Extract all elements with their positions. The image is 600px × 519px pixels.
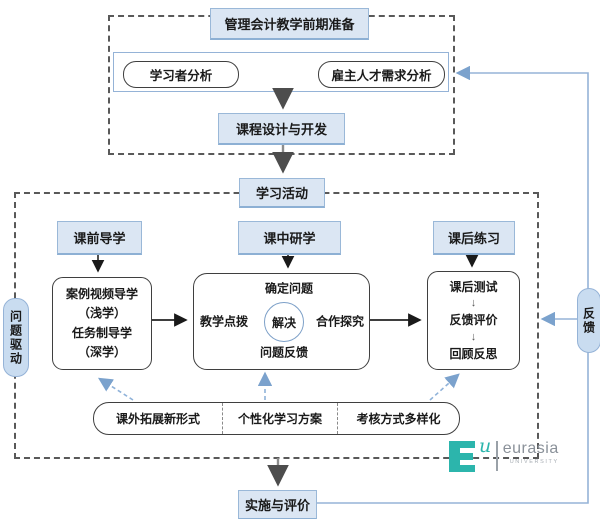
eurasia-name: eurasia [502, 440, 559, 457]
learner-analysis-node: 学习者分析 [123, 61, 239, 88]
cycle-bottom-label: 问题反馈 [259, 345, 309, 360]
afterclass-detail-box: 课后测试 ↓ 反馈评价 ↓ 回顾反思 [427, 271, 520, 370]
eurasia-divider [496, 441, 498, 471]
implementation-box: 实施与评价 [238, 490, 317, 519]
course-design-label: 课程设计与开发 [235, 122, 327, 137]
support-item-3-label: 考核方式多样化 [356, 412, 441, 426]
preclass-detail-line1: 案例视频导学 [65, 287, 138, 302]
learner-analysis-label: 学习者分析 [149, 69, 213, 83]
afterclass-header-label: 课后练习 [447, 231, 500, 246]
afterclass-step2-label: 反馈评价 [449, 313, 498, 328]
cycle-top-label: 确定问题 [264, 281, 314, 296]
problem-driven-pill: 问题驱动 [3, 298, 29, 377]
feedback-label: 反馈 [581, 306, 596, 335]
learning-activity-label: 学习活动 [255, 186, 308, 201]
support-item-1-label: 课外拓展新形式 [115, 412, 200, 426]
afterclass-step3-label: 回顾反思 [449, 347, 498, 362]
preclass-detail-line4: （深学） [77, 344, 126, 359]
support-item-3: 考核方式多样化 [337, 403, 459, 434]
preclass-detail-line2: （浅学） [77, 306, 126, 321]
preclass-detail-line3: 任务制导学 [71, 325, 132, 340]
support-item-2-label: 个性化学习方案 [237, 412, 322, 426]
implementation-label: 实施与评价 [244, 498, 310, 513]
employer-analysis-node: 雇主人才需求分析 [318, 61, 445, 88]
inclass-header-label: 课中研学 [263, 231, 316, 246]
cycle-right-label: 合作探究 [315, 314, 365, 329]
afterclass-step1-label: 课后测试 [449, 279, 498, 294]
feedback-pill: 反馈 [577, 288, 600, 353]
preclass-header-label: 课前导学 [73, 231, 126, 246]
preclass-header-box: 课前导学 [57, 221, 142, 255]
learning-activity-box: 学习活动 [239, 178, 325, 208]
down-arrow-icon: ↓ [470, 297, 477, 310]
problem-driven-label: 问题驱动 [8, 309, 23, 366]
employer-analysis-label: 雇主人才需求分析 [331, 69, 432, 83]
support-item-2: 个性化学习方案 [222, 403, 337, 434]
cycle-center-circle: 解决 [264, 302, 304, 342]
down-arrow-icon: ↓ [470, 331, 477, 344]
support-item-1: 课外拓展新形式 [94, 403, 222, 434]
cycle-center-label: 解决 [271, 315, 296, 330]
eurasia-u-glyph: u [479, 435, 492, 457]
afterclass-header-box: 课后练习 [433, 221, 515, 255]
course-design-box: 课程设计与开发 [218, 113, 345, 145]
eurasia-e-icon [449, 441, 475, 472]
eurasia-subtitle: UNIVERSITY [509, 459, 559, 465]
preparation-title-label: 管理会计教学前期准备 [224, 17, 355, 32]
inclass-header-box: 课中研学 [238, 221, 341, 255]
cycle-left-label: 教学点拨 [199, 314, 249, 329]
support-bar: 课外拓展新形式 个性化学习方案 考核方式多样化 [93, 402, 460, 435]
preclass-detail-box: 案例视频导学 （浅学） 任务制导学 （深学） [52, 277, 152, 370]
preparation-title-box: 管理会计教学前期准备 [210, 8, 369, 40]
eurasia-watermark: u eurasia UNIVERSITY [449, 437, 559, 473]
